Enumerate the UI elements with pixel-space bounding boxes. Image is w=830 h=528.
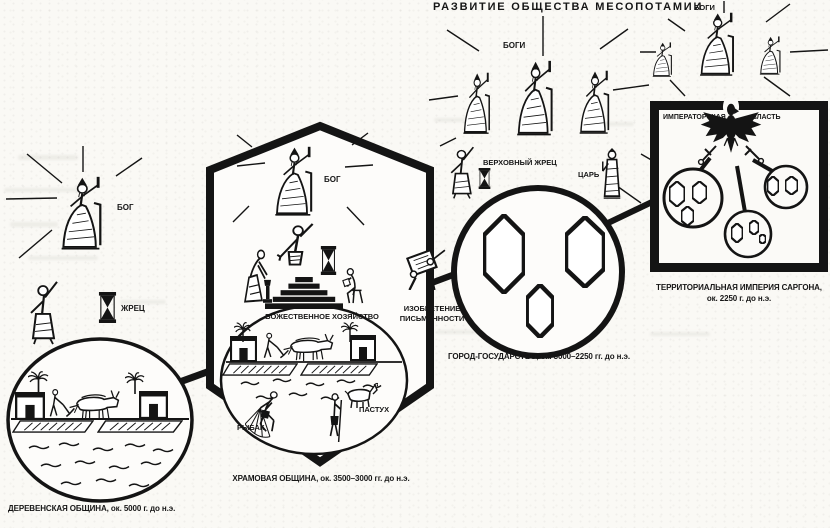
village-priest-figure <box>29 280 59 346</box>
page-title: РАЗВИТИЕ ОБЩЕСТВА МЕСОПОТАМИИ <box>433 1 704 13</box>
connector-city-to-empire <box>606 199 654 226</box>
label-fisherman: РЫБАК <box>237 423 265 432</box>
irrigated-field <box>12 420 94 433</box>
label-god-temple: БОГ <box>324 175 341 184</box>
link-to-city <box>735 165 747 213</box>
caption-temple-community: ХРАМОВАЯ ОБЩИНА, ок. 3500–3000 гг. до н.… <box>232 474 410 483</box>
empire-group: ИМПЕРАТОРСКАЯ ВЛАСТЬ <box>640 1 829 272</box>
village-scene <box>11 371 189 488</box>
city-state-group <box>428 16 661 359</box>
district-hexagon <box>767 176 779 196</box>
irrigated-field <box>97 420 183 433</box>
district-hexagon <box>669 181 685 207</box>
house <box>15 392 45 420</box>
district-hexagon <box>566 217 604 287</box>
village-community-group <box>5 146 263 503</box>
label-gods-empire: БОГИ <box>694 3 715 12</box>
empire-god-figure <box>699 12 734 77</box>
house <box>139 391 168 419</box>
sword-pommel <box>697 158 705 166</box>
temple-village-scene <box>222 322 402 443</box>
temple-community-group <box>206 121 434 467</box>
irrigated-field <box>222 363 298 376</box>
high-priest-hourglass-icon <box>478 168 491 189</box>
sword-icon-right <box>744 145 760 160</box>
district-hexagon <box>681 206 694 226</box>
district-hexagon <box>484 215 524 293</box>
district-hexagon <box>526 284 554 338</box>
city-god-rays <box>428 16 661 204</box>
house <box>350 335 376 361</box>
label-high-priest: ВЕРХОВНЫЙ ЖРЕЦ <box>483 158 557 167</box>
district-hexagon <box>731 223 743 243</box>
caption-city-state: ГОРОД-ГОСУДАРСТВО, ок. 3000–2250 гг. до … <box>448 352 630 361</box>
caption-village-community: ДЕРЕВЕНСКАЯ ОБЩИНА, ок. 5000 г. до н.э. <box>8 504 176 513</box>
village-god-figure <box>60 176 102 250</box>
empire-city-circles <box>662 164 809 259</box>
label-gods-city: БОГИ <box>503 41 526 50</box>
temple-god-rays <box>232 132 374 226</box>
village-god-rays <box>5 146 263 259</box>
empire-god-figure <box>652 42 672 77</box>
empire-god-figure <box>759 36 781 75</box>
city-god-figure <box>516 60 553 136</box>
label-invention-of-writing-line1: ИЗОБРЕТЕНИЕ <box>403 304 461 313</box>
district-hexagon <box>749 220 759 235</box>
district-hexagon <box>759 234 766 244</box>
king-figure <box>601 148 622 199</box>
label-invention-of-writing-line2: ПИСЬМЕННОСТИ <box>399 314 465 323</box>
label-priest: ЖРЕЦ <box>121 304 145 313</box>
sword-icon-left <box>702 145 717 161</box>
link-to-city <box>752 158 775 174</box>
caption-empire-line1: ТЕРРИТОРИАЛЬНАЯ ИМПЕРИЯ САРГОНА, <box>656 283 822 292</box>
label-shepherd: ПАСТУХ <box>359 405 390 414</box>
caption-empire-line2: ок. 2250 г. до н.э. <box>706 294 772 303</box>
irrigated-field <box>300 363 378 376</box>
city-state-circle <box>723 209 773 259</box>
district-hexagon <box>692 181 707 204</box>
label-king: ЦАРЬ <box>578 170 600 179</box>
empire-god-rays <box>640 1 829 97</box>
village-hourglass-icon <box>98 292 117 323</box>
city-god-figure <box>578 70 610 134</box>
label-god-village: БОГ <box>117 203 134 212</box>
label-divine-economy: БОЖЕСТВЕННОЕ ХОЗЯЙСТВО <box>265 312 379 321</box>
city-god-figure <box>462 72 491 135</box>
district-hexagon <box>785 176 798 195</box>
high-priest-figure <box>450 146 475 200</box>
